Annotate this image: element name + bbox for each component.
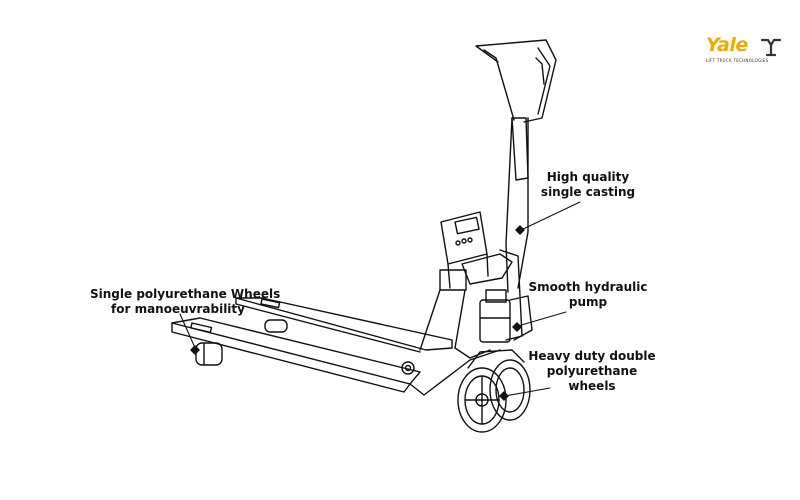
callout-double-wheels-line1: Heavy duty double	[528, 349, 656, 363]
scale-indicator	[440, 211, 489, 289]
yale-logo: Yale LIFT TRUCK TECHNOLOGIES	[706, 34, 786, 68]
tow-handle	[475, 39, 557, 293]
callout-casting: High quality single casting	[538, 170, 638, 200]
callout-double-wheels-line2: polyurethane	[546, 364, 638, 378]
callout-single-wheels-line2: for manoeuvrability	[111, 302, 245, 316]
fork-tines	[171, 297, 453, 393]
callout-double-wheels: Heavy duty double polyurethane wheels	[524, 349, 660, 394]
callout-leaders	[179, 201, 581, 401]
callout-single-wheels: Single polyurethane Wheels for manoeuvra…	[90, 287, 281, 317]
logo-wordmark: Yale	[706, 34, 748, 56]
hydraulic-pump	[461, 249, 533, 343]
steering-wheels	[457, 349, 531, 433]
callout-single-wheels-line1: Single polyurethane Wheels	[90, 287, 281, 301]
logo-tagline: LIFT TRUCK TECHNOLOGIES	[706, 58, 769, 63]
callout-pump-line2: pump	[568, 295, 608, 309]
callout-casting-line1: High quality	[546, 170, 630, 184]
yale-emblem-icon	[760, 38, 782, 57]
chassis-frame	[401, 269, 501, 396]
callout-double-wheels-line3: wheels	[568, 379, 616, 393]
callout-pump-line1: Smooth hydraulic	[528, 280, 648, 294]
callout-casting-line2: single casting	[540, 185, 636, 199]
callout-pump: Smooth hydraulic pump	[528, 280, 648, 310]
